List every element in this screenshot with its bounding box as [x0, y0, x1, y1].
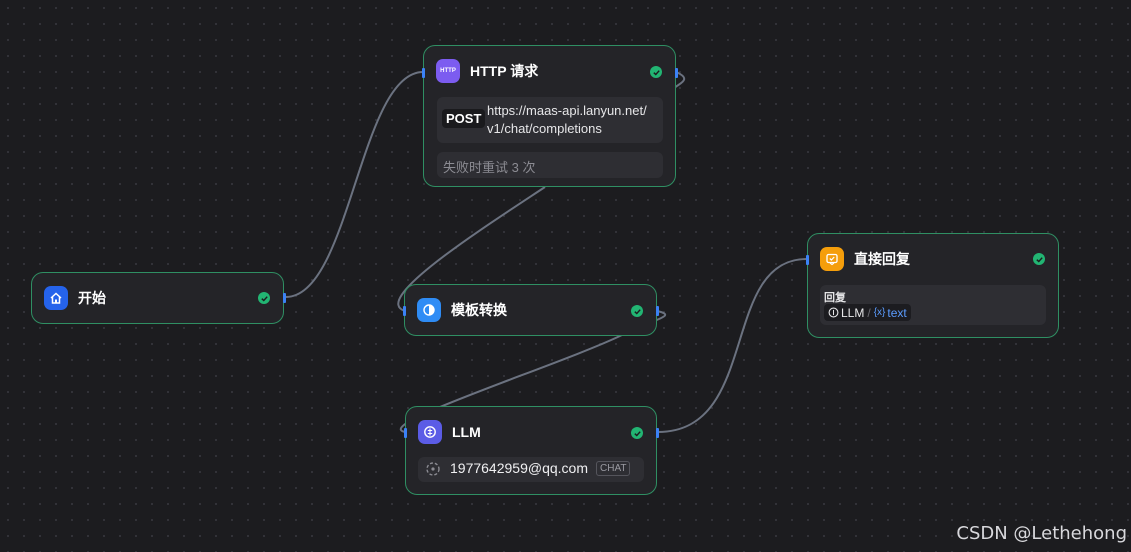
llm-node-title: LLM [452, 424, 481, 440]
input-handle[interactable] [404, 428, 407, 438]
output-handle[interactable] [656, 306, 659, 316]
reply-icon [820, 247, 844, 271]
template-icon [417, 298, 441, 322]
output-handle[interactable] [656, 428, 659, 438]
llm-node[interactable]: LLM 1977642959@qq.com CHAT [404, 406, 659, 495]
http-method-badge: POST [442, 109, 486, 128]
success-check-icon [258, 292, 270, 304]
model-name: 1977642959@qq.com [450, 460, 588, 476]
http-node-header: HTTP HTTP 请求 [436, 58, 538, 84]
http-node-title: HTTP 请求 [470, 63, 539, 79]
http-url: https://maas-api.lanyun.net/v1/chat/comp… [487, 103, 647, 136]
direct-reply-node[interactable]: 直接回复 回复 LLM / {x} text [806, 233, 1059, 338]
variable-name: text [887, 305, 907, 320]
input-handle[interactable] [403, 306, 406, 316]
output-handle[interactable] [675, 68, 678, 78]
template-node-title: 模板转换 [451, 302, 507, 318]
edge-llm-to-answer [657, 258, 807, 433]
retry-text: 失败时重试 3 次 [443, 160, 536, 175]
template-node-header: 模板转换 [417, 297, 507, 323]
watermark: CSDN @Lethehong [956, 523, 1127, 544]
http-icon: HTTP [436, 59, 460, 83]
answer-node-header: 直接回复 [820, 246, 910, 272]
brain-icon [418, 420, 442, 444]
start-node-title: 开始 [78, 290, 106, 306]
variable-source-node: LLM [841, 305, 865, 320]
variable-separator: / [867, 305, 871, 320]
answer-node-title: 直接回复 [854, 251, 910, 267]
start-node[interactable]: 开始 [31, 272, 286, 324]
reply-content: 回复 LLM / {x} text [820, 285, 1046, 325]
reply-label: 回复 [824, 292, 846, 304]
variable-reference[interactable]: LLM / {x} text [824, 304, 911, 321]
input-handle[interactable] [806, 255, 809, 265]
model-selector[interactable]: 1977642959@qq.com CHAT [418, 457, 644, 482]
template-transform-node[interactable]: 模板转换 [403, 284, 659, 336]
start-node-header: 开始 [44, 285, 106, 311]
variable-icon: {x} [873, 307, 886, 318]
model-provider-icon [426, 462, 440, 476]
success-check-icon [631, 427, 643, 439]
llm-source-icon [828, 307, 839, 318]
success-check-icon [650, 66, 662, 78]
model-mode-badge: CHAT [596, 461, 631, 476]
output-handle[interactable] [283, 293, 286, 303]
success-check-icon [631, 305, 643, 317]
edge-start-to-http [285, 71, 424, 298]
retry-info: 失败时重试 3 次 [437, 152, 663, 178]
http-request-info: POST https://maas-api.lanyun.net/v1/chat… [437, 97, 663, 143]
http-request-node[interactable]: HTTP HTTP 请求 POST https://maas-api.lanyu… [422, 45, 678, 187]
home-icon [44, 286, 68, 310]
input-handle[interactable] [422, 68, 425, 78]
llm-node-header: LLM [418, 419, 481, 445]
success-check-icon [1033, 253, 1045, 265]
